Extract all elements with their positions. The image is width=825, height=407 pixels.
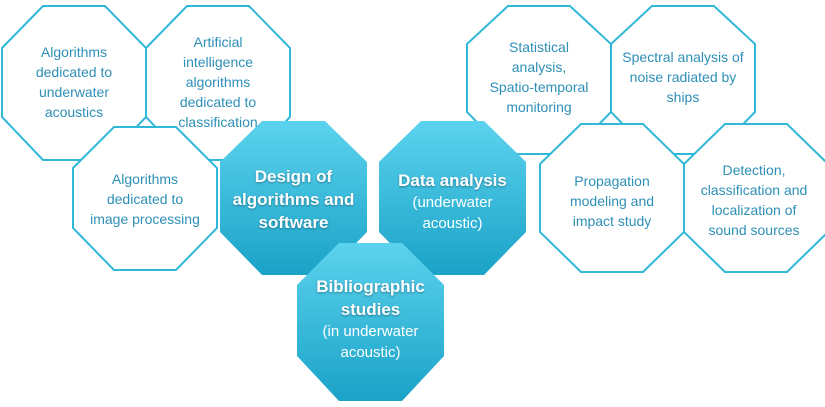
- text-line: Design of: [254, 166, 333, 186]
- text-line: analysis,: [511, 59, 567, 75]
- text-line: Detection,: [722, 162, 786, 178]
- text-line: Spatio-temporal: [489, 79, 589, 95]
- detection-classification-label: Detection, classification and localizati…: [686, 158, 822, 242]
- text-line: acoustic): [340, 344, 401, 361]
- text-line: impact study: [572, 213, 652, 229]
- hex-design: [220, 121, 367, 275]
- text-line: Statistical: [509, 39, 569, 55]
- text-line: Algorithms: [111, 171, 179, 187]
- propagation-modeling-label: Propagation modeling and impact study: [544, 170, 680, 232]
- text-line: Bibliographic: [316, 277, 425, 296]
- image-processing-label: Algorithms dedicated to image processing: [77, 168, 213, 230]
- text-line: Propagation: [574, 173, 650, 189]
- text-line: (underwater: [412, 193, 493, 211]
- text-line: acoustic): [422, 214, 483, 232]
- text-line: sound sources: [708, 222, 800, 238]
- text-line: dedicated to: [179, 94, 257, 110]
- text-line: localization of: [711, 202, 797, 218]
- text-line: modeling and: [569, 193, 655, 209]
- text-line: dedicated to: [35, 64, 113, 80]
- text-line: image processing: [90, 211, 200, 227]
- text-line: acoustics: [44, 104, 104, 120]
- text-line: studies: [340, 300, 401, 319]
- text-line: algorithms: [185, 74, 251, 90]
- hex-image-processing: [72, 126, 218, 271]
- text-line: classification and: [700, 182, 808, 198]
- text-line: Spectral analysis of: [622, 49, 744, 65]
- text-line: Artificial: [193, 34, 243, 50]
- text-line: Data analysis: [398, 170, 507, 190]
- hex-detection-classification: [683, 123, 825, 273]
- text-line: intelligence: [182, 54, 254, 70]
- spectral-analysis-label: Spectral analysis of noise radiated by s…: [611, 44, 755, 110]
- text-line: classification: [178, 114, 258, 130]
- design-label: Design of algorithms and software: [224, 162, 363, 236]
- ai-classification-label: Artificial intelligence algorithms dedic…: [150, 22, 286, 142]
- bibliographic-label: Bibliographic studies (in underwater aco…: [301, 272, 440, 366]
- underwater-acoustics-label: Algorithms dedicated to underwater acous…: [6, 32, 142, 132]
- text-line: Algorithms: [40, 44, 108, 60]
- text-line: software: [258, 212, 329, 232]
- text-line: algorithms and: [232, 189, 355, 209]
- text-line: noise radiated by: [629, 69, 737, 85]
- hex-data-analysis: [379, 121, 526, 275]
- hex-bibliographic: [297, 243, 444, 401]
- statistical-analysis-label: Statistical analysis, Spatio-temporal mo…: [471, 30, 607, 124]
- text-line: ships: [666, 89, 700, 105]
- text-line: (in underwater: [322, 323, 419, 340]
- text-line: dedicated to: [106, 191, 184, 207]
- text-line: monitoring: [506, 99, 572, 115]
- text-line: underwater: [38, 84, 110, 100]
- data-analysis-label: Data analysis (underwater acoustic): [383, 166, 522, 236]
